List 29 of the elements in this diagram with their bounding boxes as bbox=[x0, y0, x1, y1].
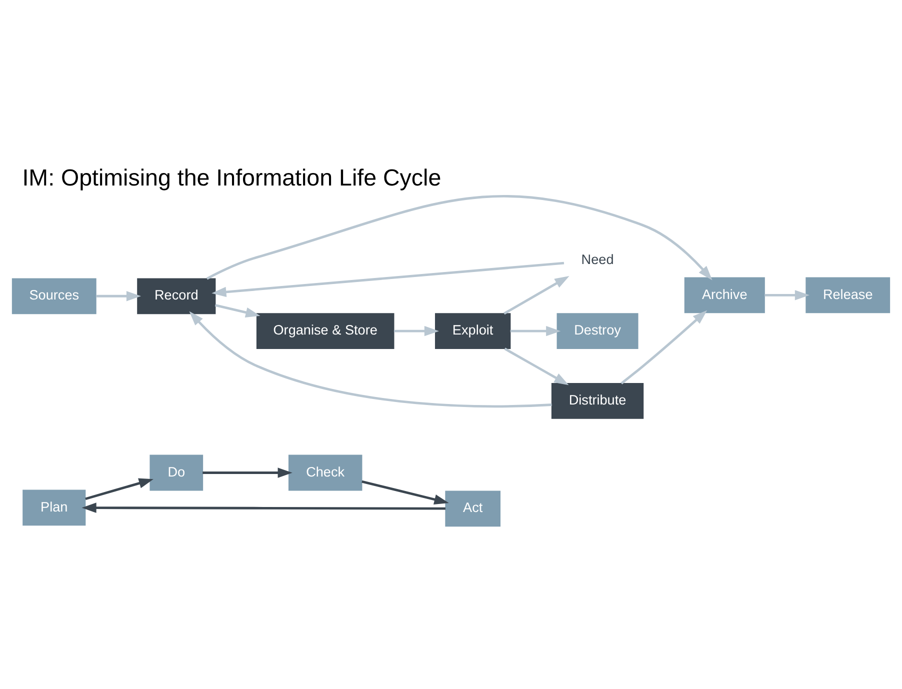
arrow bbox=[510, 326, 561, 336]
node-text: Need bbox=[581, 252, 614, 267]
arrow bbox=[504, 276, 570, 315]
arrow bbox=[620, 310, 708, 384]
node-box: Destroy bbox=[556, 313, 638, 350]
node-box: Sources bbox=[12, 278, 96, 314]
node-box: Exploit bbox=[435, 313, 511, 350]
arrow bbox=[82, 502, 446, 513]
arrow bbox=[764, 290, 810, 300]
node-box: Act bbox=[445, 490, 500, 527]
arrow bbox=[202, 468, 292, 478]
node-box: Archive bbox=[684, 277, 765, 314]
node-box: Plan bbox=[22, 490, 86, 526]
node-box: Check bbox=[288, 454, 362, 491]
arrow bbox=[189, 311, 552, 408]
node-box: Organise & Store bbox=[256, 313, 394, 350]
arrow bbox=[85, 478, 154, 500]
diagram-title: IM: Optimising the Information Life Cycle bbox=[22, 164, 442, 190]
node-box: Release bbox=[806, 277, 890, 314]
arrow bbox=[362, 480, 449, 504]
arrow bbox=[394, 326, 439, 336]
node-box: Record bbox=[137, 278, 216, 314]
arrow bbox=[96, 291, 142, 302]
arrow bbox=[214, 304, 260, 318]
arrow bbox=[212, 262, 564, 298]
arrow bbox=[206, 195, 712, 280]
node-box: Do bbox=[150, 454, 204, 491]
node-box: Distribute bbox=[551, 383, 644, 419]
arrow bbox=[504, 348, 569, 386]
